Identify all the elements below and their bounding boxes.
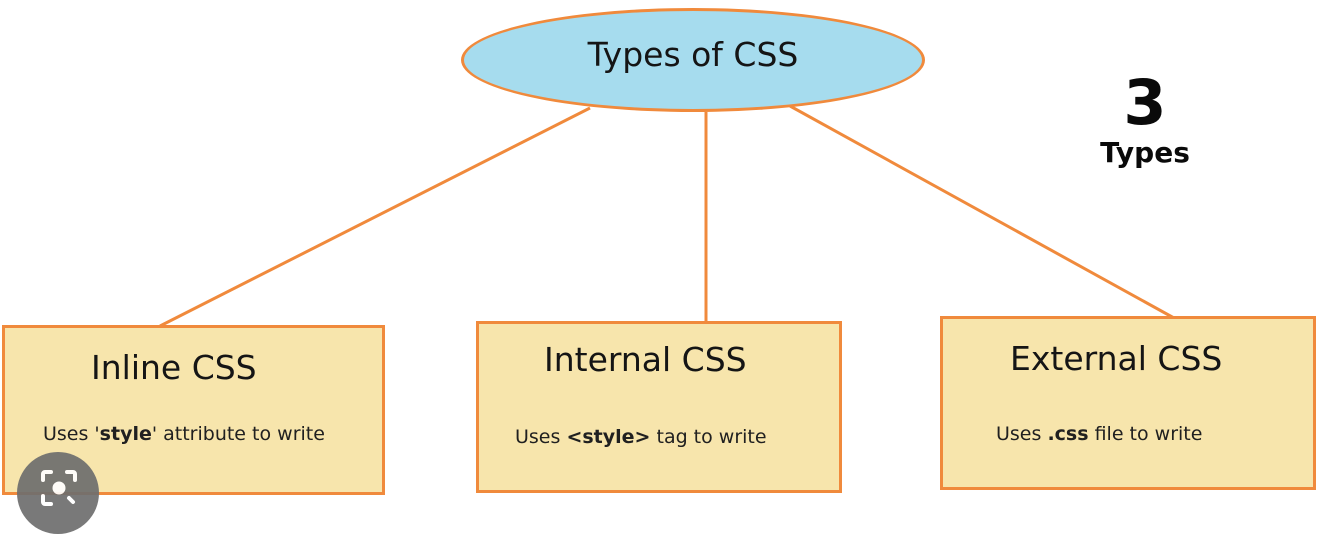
node-title: Internal CSS — [544, 340, 747, 379]
count-number: 3 — [1123, 66, 1167, 139]
desc-prefix: Uses ' — [43, 423, 100, 445]
node-description: Uses 'style' attribute to write — [43, 423, 325, 445]
connector-lines — [159, 104, 1175, 328]
root-label: Types of CSS — [587, 34, 799, 74]
visual-search-button[interactable] — [17, 452, 99, 534]
desc-prefix: Uses — [515, 426, 567, 448]
node-inline-css: Inline CSS Uses 'style' attribute to wri… — [2, 325, 385, 495]
node-title: External CSS — [1010, 339, 1223, 378]
node-external-css: External CSS Uses .css file to write — [940, 316, 1316, 490]
desc-code: .css — [1047, 423, 1089, 445]
css-types-diagram: Types of CSS 3 Types Inline CSS Uses 'st… — [2, 8, 1316, 534]
desc-code: style — [99, 423, 152, 445]
node-title: Inline CSS — [91, 348, 257, 387]
types-count: 3 Types — [1090, 70, 1200, 170]
root-node: Types of CSS — [461, 8, 925, 112]
connector-inline — [159, 106, 591, 328]
node-description: Uses .css file to write — [996, 423, 1202, 445]
count-label: Types — [1100, 136, 1190, 169]
desc-suffix: ' attribute to write — [151, 423, 325, 445]
visual-search-icon — [41, 470, 77, 506]
node-description: Uses <style> tag to write — [515, 426, 767, 448]
desc-code: <style> — [566, 426, 651, 448]
desc-suffix: tag to write — [650, 426, 767, 448]
desc-suffix: file to write — [1088, 423, 1203, 445]
node-internal-css: Internal CSS Uses <style> tag to write — [476, 321, 842, 493]
desc-prefix: Uses — [996, 423, 1048, 445]
connector-external — [789, 104, 1175, 320]
